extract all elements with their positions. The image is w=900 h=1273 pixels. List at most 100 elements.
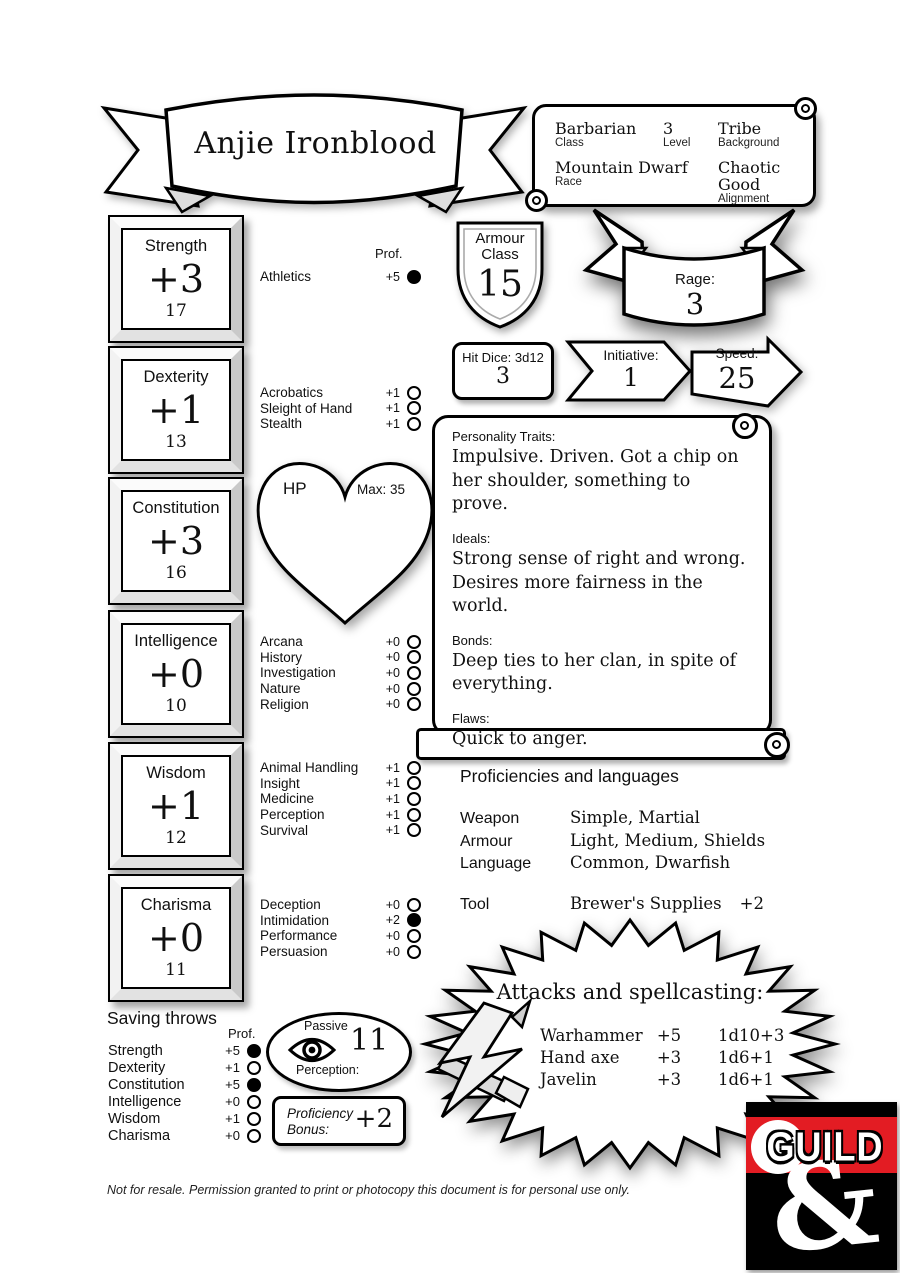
proficiency-label: Weapon <box>460 810 520 827</box>
saving-throw-name: Charisma <box>108 1127 171 1144</box>
skill-row: Nature +0 <box>260 681 425 697</box>
skill-name: Nature <box>260 681 301 697</box>
proficiency-circle <box>247 1111 261 1126</box>
attack-bonus: +3 <box>656 1048 682 1067</box>
proficiency-value: Simple, Martial <box>570 808 700 827</box>
proficiencies-list: Weapon Simple, Martial Armour Light, Med… <box>460 808 765 876</box>
saving-throws-prof-label: Prof. <box>228 1026 256 1041</box>
ability-box-strength: Strength +3 17 <box>108 215 244 343</box>
saving-throws-list: Strength +5 Dexterity +1 Constitution +5… <box>108 1042 261 1144</box>
skill-modifier: +0 <box>385 897 400 912</box>
ability-name: Dexterity <box>143 368 209 386</box>
skill-row: Arcana +0 <box>260 634 425 650</box>
skill-modifier: +1 <box>385 791 400 806</box>
hp-max-label: Max: 35 <box>357 482 406 497</box>
personality-scroll: Personality Traits: Impulsive. Driven. G… <box>416 413 790 760</box>
skill-row: Athletics +5 <box>260 269 425 285</box>
skill-row: Animal Handling +1 <box>260 760 425 776</box>
proficiency-circle <box>247 1043 261 1058</box>
attack-damage: 1d6+1 <box>718 1048 774 1067</box>
skill-modifier: +0 <box>385 697 400 712</box>
saving-throw-name: Wisdom <box>108 1110 161 1127</box>
proficiency-circle <box>407 807 421 822</box>
proficiencies-title: Proficiencies and languages <box>460 766 679 786</box>
hit-dice-label: Hit Dice: 3d12 <box>462 350 544 365</box>
skill-row: Performance +0 <box>260 928 425 944</box>
footer-disclaimer: Not for resale. Permission granted to pr… <box>107 1183 630 1197</box>
skill-name: Sleight of Hand <box>260 400 353 416</box>
attack-row: Javelin +3 1d6+1 <box>540 1070 784 1092</box>
ability-score: 17 <box>165 301 187 321</box>
flaws-label: Flaws: <box>452 711 490 726</box>
scroll-curl-icon <box>525 189 548 212</box>
skill-modifier: +1 <box>385 416 400 431</box>
skill-modifier: +0 <box>385 928 400 943</box>
rage-label: Rage: <box>674 271 716 288</box>
guild-logo: & GUILD <box>746 1102 897 1273</box>
attack-name: Javelin <box>540 1070 597 1089</box>
passive-label: Passive <box>304 1019 348 1033</box>
saving-throw-name: Intelligence <box>108 1093 182 1110</box>
ability-modifier: +1 <box>147 387 205 432</box>
skill-name: Insight <box>260 775 300 791</box>
initiative-value: 1 <box>623 363 639 392</box>
skills-prof-label: Prof. <box>375 246 403 261</box>
ability-box-charisma: Charisma +0 11 <box>108 874 244 1002</box>
ability-name: Charisma <box>140 896 212 914</box>
proficiency-circle <box>407 634 421 649</box>
personality-traits-text: Impulsive. Driven. Got a chip on her sho… <box>452 447 739 515</box>
skill-modifier: +0 <box>385 681 400 696</box>
rage-banner-icon <box>582 208 806 327</box>
saving-throw-name: Dexterity <box>108 1059 166 1076</box>
passive-perception-value: 11 <box>350 1023 389 1058</box>
proficiency-bonus-label: Proficiency Bonus: <box>287 1106 354 1137</box>
bonds-text: Deep ties to her clan, in spite of every… <box>452 650 737 695</box>
ability-name: Intelligence <box>134 632 218 650</box>
dragon-head-circle-icon <box>751 1120 805 1174</box>
class-info-scroll: Barbarian Class 3 Level Tribe Background… <box>525 97 817 212</box>
proficiency-circle <box>247 1094 261 1109</box>
proficiency-row: Weapon Simple, Martial <box>460 808 765 831</box>
saving-throw-row: Wisdom +1 <box>108 1110 261 1127</box>
tool-label: Tool <box>460 896 490 913</box>
saving-throw-modifier: +1 <box>225 1060 240 1075</box>
skill-group-wisdom: Animal Handling +1 Insight +1 Medicine +… <box>260 760 425 838</box>
saving-throw-name: Strength <box>108 1042 163 1059</box>
skill-name: Persuasion <box>260 944 328 960</box>
scroll-curl-icon <box>794 97 817 120</box>
tool-proficiency-row: Tool Brewer's Supplies +2 <box>460 894 764 917</box>
saving-throw-name: Constitution <box>108 1076 185 1093</box>
attack-row: Hand axe +3 1d6+1 <box>540 1048 784 1070</box>
ability-box-dexterity: Dexterity +1 13 <box>108 346 244 474</box>
saving-throw-modifier: +0 <box>225 1128 240 1143</box>
skill-row: Insight +1 <box>260 776 425 792</box>
skill-name: History <box>260 649 303 665</box>
skill-name: Survival <box>260 822 309 838</box>
skill-name: Religion <box>260 696 309 712</box>
skill-modifier: +1 <box>385 401 400 416</box>
speed-label: Speed: <box>715 346 759 361</box>
hit-dice-box: Hit Dice: 3d12 3 <box>452 342 554 400</box>
skill-modifier: +2 <box>385 913 400 928</box>
perception-label: Perception: <box>296 1063 360 1077</box>
skill-name: Acrobatics <box>260 385 324 401</box>
armour-class-shield-icon <box>456 221 544 329</box>
class-value: Barbarian <box>555 119 637 138</box>
attacks-title: Attacks and spellcasting: <box>496 980 764 1004</box>
speed-value: 25 <box>718 361 756 395</box>
skill-row: Acrobatics +1 <box>260 385 425 401</box>
scroll-roll <box>416 728 786 760</box>
ideals-label: Ideals: <box>452 530 491 546</box>
skill-row: Investigation +0 <box>260 665 425 681</box>
skill-modifier: +1 <box>385 823 400 838</box>
attack-row: Warhammer +5 1d10+3 <box>540 1026 784 1048</box>
personality-traits-label: Personality Traits: <box>452 429 556 444</box>
skill-group-dexterity: Acrobatics +1 Sleight of Hand +1 Stealth… <box>260 385 425 432</box>
skill-name: Intimidation <box>260 912 330 928</box>
skill-name: Performance <box>260 928 338 944</box>
skill-row: Sleight of Hand +1 <box>260 401 425 417</box>
ability-box-constitution: Constitution +3 16 <box>108 477 244 605</box>
skill-row: Stealth +1 <box>260 416 425 432</box>
ability-score: 16 <box>165 563 187 583</box>
proficiency-circle <box>407 401 421 416</box>
